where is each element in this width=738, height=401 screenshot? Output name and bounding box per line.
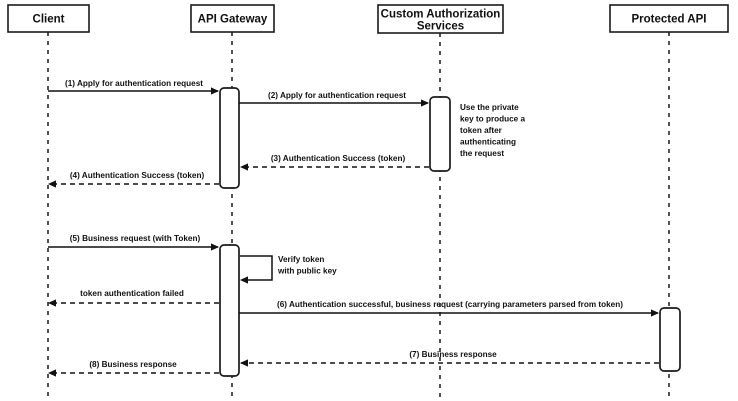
self-call-verify-token-arrowhead [240,276,248,284]
msg-1-arrowhead [211,87,219,95]
participant-box-rect-api-gateway [190,4,275,33]
msg-6-arrowhead [651,309,659,317]
lifelines-layer [47,32,670,399]
msg-8-arrowhead [48,369,56,377]
msg-3-label: (3) Authentication Success (token) [271,154,406,163]
activation-gateway-business[interactable] [219,244,240,377]
msg-8-label: (8) Business response [89,360,177,369]
participant-boxes-layer: Client API Gateway Custom AuthorizationSer… [7,4,729,34]
self-call-verify-token-path [240,255,273,281]
msg-token-failed-arrowhead [48,299,56,307]
participant-box-rect-client [7,4,90,33]
activation-gateway-auth[interactable] [219,87,240,189]
participant-label-protected-api: Protected API [632,14,707,26]
msg-4[interactable]: (4) Authentication Success (token) [48,171,219,188]
self-call-verify-token-label-line-1: with public key [277,267,337,276]
msg-token-failed[interactable]: token authentication failed [48,289,219,307]
msg-5[interactable]: (5) Business request (with Token) [48,234,219,251]
participant-box-protected-api[interactable]: Protected API [609,4,729,33]
msg-4-arrowhead [48,180,56,188]
msg-6-label: (6) Authentication successful, business … [277,300,623,309]
note-private-key: Use the private key to produce a token aft… [460,103,526,158]
participant-box-client[interactable]: Client [7,4,90,33]
activations-layer [219,87,681,377]
messages-layer: (1) Apply for authentication request (2) … [48,79,659,377]
msg-7-label: (7) Business response [409,350,497,359]
self-call-verify-token[interactable]: Verify token with public key [240,255,337,284]
note-private-key-line-3: authenticating [460,138,516,147]
msg-7[interactable]: (7) Business response [240,350,659,367]
msg-2-arrowhead [421,99,429,107]
self-call-verify-token-label-line-0: Verify token [278,255,324,264]
msg-7-arrowhead [240,359,248,367]
msg-3[interactable]: (3) Authentication Success (token) [240,154,429,171]
msg-2[interactable]: (2) Apply for authentication request [239,91,429,107]
note-private-key-line-4: the request [460,149,504,158]
activation-auth-service[interactable] [429,96,451,172]
participant-label-custom-authorization-services: Custom Authorization [381,9,501,21]
participant-label-line2-custom-authorization-services: Services [417,21,464,33]
activation-protected-api[interactable] [659,307,681,372]
msg-8[interactable]: (8) Business response [48,360,219,377]
msg-5-arrowhead [211,243,219,251]
msg-6[interactable]: (6) Authentication successful, business … [239,300,659,317]
msg-4-label: (4) Authentication Success (token) [70,171,205,180]
participant-box-rect-custom-authorization-services [377,4,504,34]
msg-2-label: (2) Apply for authentication request [268,91,406,100]
participant-label-client: Client [33,14,65,26]
self-call-layer: Verify token with public key [240,255,337,284]
msg-1[interactable]: (1) Apply for authentication request [48,79,219,95]
msg-1-label: (1) Apply for authentication request [65,79,203,88]
note-private-key-line-2: token after [460,126,503,135]
participant-label-api-gateway: API Gateway [198,14,268,26]
note-private-key-line-0: Use the private [460,103,519,112]
msg-3-arrowhead [240,163,248,171]
msg-token-failed-label: token authentication failed [80,289,184,298]
msg-5-label: (5) Business request (with Token) [70,234,201,243]
notes-layer: Use the private key to produce a token aft… [460,103,526,158]
note-private-key-line-1: key to produce a [460,115,526,124]
participant-box-api-gateway[interactable]: API Gateway [190,4,275,33]
participant-box-rect-protected-api [609,4,729,33]
